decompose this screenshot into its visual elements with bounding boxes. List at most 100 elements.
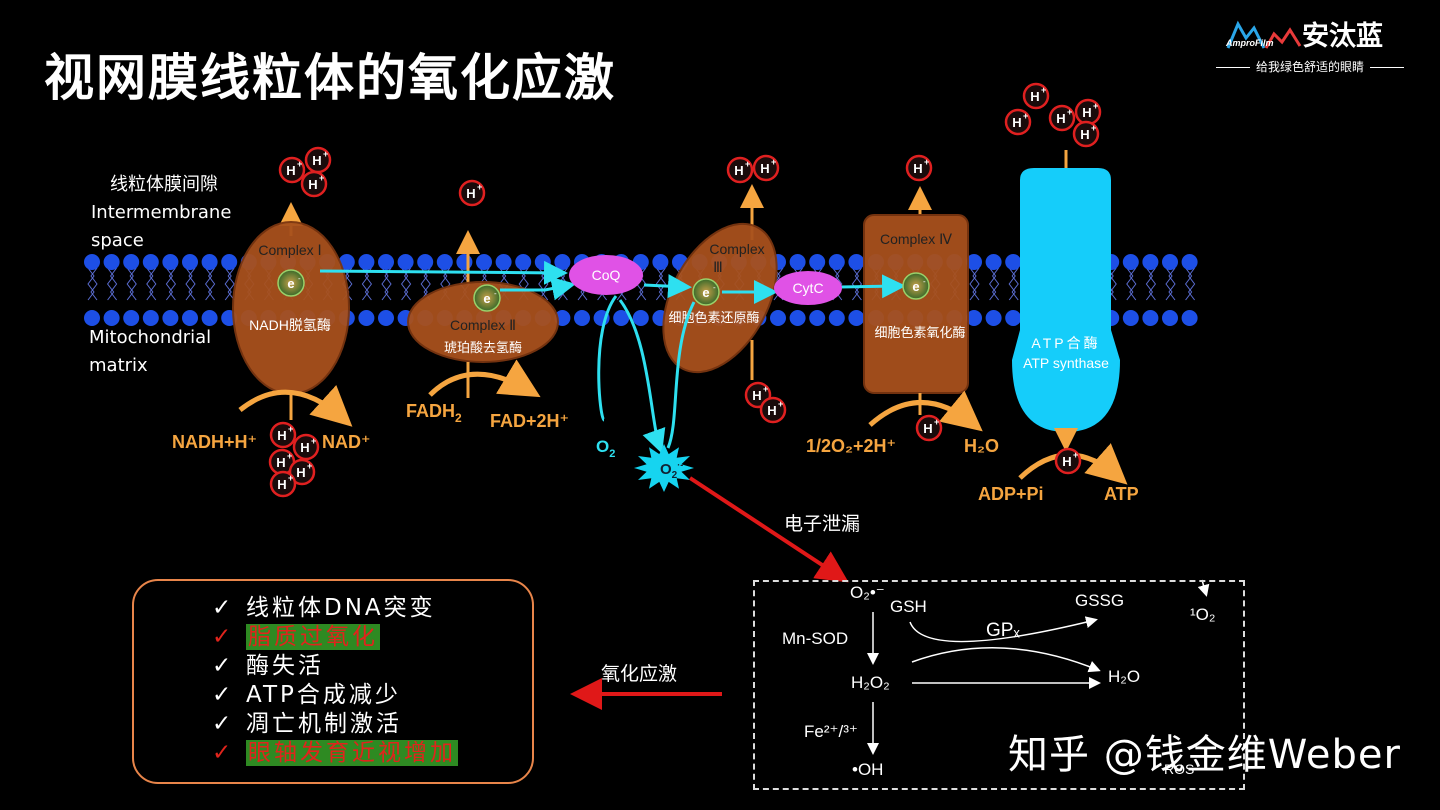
proton-icon: H+ [1048,104,1076,132]
svg-text:+: + [288,473,293,483]
effect-text: 酶失活 [246,653,324,679]
effect-item: ✓凋亡机制激活 [212,710,458,739]
e-path-coq-c3 [643,274,692,299]
lipid-head [966,254,982,270]
svg-text:+: + [1067,107,1072,117]
leak-path-2 [666,301,696,449]
lipid-head [84,254,100,270]
svg-text:H: H [752,388,761,403]
e-path-cytc-c4 [839,274,906,299]
svg-text:+: + [763,384,768,394]
electron-flow [319,260,906,454]
cytochrome-c: CytC [774,271,842,305]
lipid-head [221,254,238,270]
lipid-head [142,310,159,326]
complex-4-label: Complex Ⅳ [880,231,952,247]
svg-text:H: H [308,177,317,192]
lipid-head [789,310,806,326]
intermembrane-label-en-2: space [91,230,144,251]
svg-text:H: H [286,163,295,178]
superoxide-burst: O2·- [634,444,694,492]
lipid-head [770,310,786,326]
c1-output: NAD⁺ [322,432,371,452]
lipid-head [162,310,179,326]
watermark: 知乎 @钱金维Weber [1008,732,1401,778]
leak-path-1 [618,299,666,454]
svg-text:e: e [287,276,294,291]
lipid-head [378,310,394,326]
brand-name: 安汰蓝 [1302,21,1383,52]
effects-box [132,579,534,784]
lipid-head [358,310,375,326]
lipid-head [456,254,473,270]
lipid-head [1142,254,1159,270]
c4-input: 1/2O₂+2H⁺ [806,436,896,456]
lipid-head [828,310,845,326]
svg-text:-: - [923,277,926,286]
lipid-head [84,310,100,326]
c4-reaction-arrow [868,390,983,432]
proton-icon: H+ [1072,120,1100,148]
lipid-head [495,254,512,270]
lipid-head [1005,310,1022,326]
complex-4-shape [863,214,969,394]
effect-item: ✓脂质过氧化 [212,623,458,652]
svg-text:-: - [298,274,301,283]
check-icon: ✓ [212,682,232,708]
gsh-gssg-arrow [909,616,1098,643]
lipid-head [476,254,492,270]
proton-icon: H+ [752,154,780,182]
e-path-c1-coq [319,260,568,285]
lipid-head [1122,254,1139,270]
lipid-head [1005,254,1022,270]
svg-text:H: H [1012,115,1021,130]
svg-text:H: H [276,455,285,470]
svg-text:+: + [771,157,776,167]
lipid-head [378,254,394,270]
lipid-head [966,310,982,326]
lipid-head [182,254,198,270]
superoxide-label: O2·- [660,460,683,481]
lipid-head [534,254,551,270]
svg-text:H: H [300,440,309,455]
atp-input: ADP+Pi [978,484,1044,504]
complex-2-label: Complex Ⅱ [450,317,516,333]
complex-4: Complex Ⅳ 细胞色素氧化酶 1/2O₂+2H⁺ H₂O [806,186,999,456]
svg-text:+: + [287,451,292,461]
svg-text:H: H [277,428,286,443]
electron-icon: e- [473,284,501,312]
lipid-head [1181,310,1198,326]
effect-item: ✓酶失活 [212,652,458,681]
lipid-head [123,254,140,270]
svg-text:+: + [778,399,783,409]
electron-icon: e- [277,269,305,297]
lipid-head [809,254,826,270]
proton-icon: H+ [269,470,297,498]
svg-text:H: H [913,161,922,176]
effect-item: ✓ATP合成减少 [212,681,458,710]
ros-label: ROS [1164,761,1194,777]
effect-text: 眼轴发育近视增加 [246,740,458,766]
proton-icon: H+ [759,396,787,424]
atp-synthase-cn: ATP合酶 [1031,335,1100,351]
ros-gssg: GSSG [1075,591,1124,610]
proton-icon: H+ [1004,108,1032,136]
lipid-head [103,310,120,326]
ros-superoxide: O₂•⁻ [850,583,885,602]
o2-label: O2 [596,437,615,460]
lipid-head [554,254,571,270]
proton-icon: H+ [1054,447,1082,475]
svg-text:+: + [745,159,750,169]
c2-input: FADH2 [406,401,462,425]
complex-2: Complex Ⅱ 琥珀酸去氢酶 FADH2 FAD+2H⁺ [406,230,569,431]
lipid-head [809,310,826,326]
ros-h2o2: H₂O₂ [851,673,890,692]
check-icon: ✓ [212,711,232,737]
electrons: e-e-e-e- [277,269,930,312]
lipid-head [182,310,198,326]
svg-text:e: e [702,285,709,300]
lipid-head [417,254,434,270]
proton-icon: H+ [458,179,486,207]
svg-text:+: + [1073,450,1078,460]
check-icon: ✓ [212,595,232,621]
